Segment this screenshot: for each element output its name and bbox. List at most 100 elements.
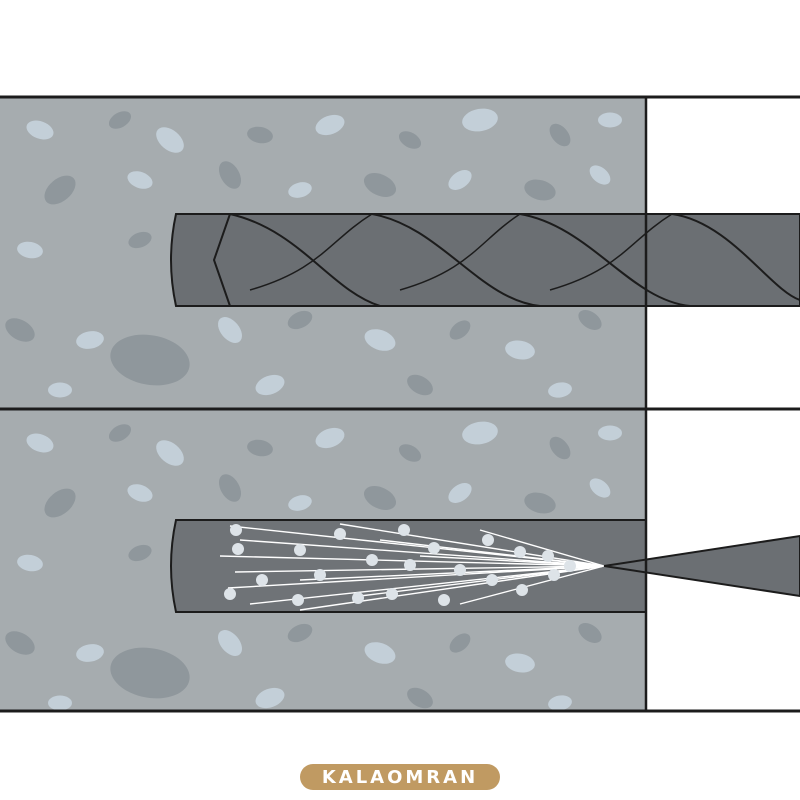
- dust-particle: [428, 542, 440, 554]
- aggregate-stone: [287, 310, 313, 330]
- aggregate-stone: [287, 623, 313, 643]
- aggregate-stone: [218, 161, 242, 189]
- aggregate-stone: [26, 120, 54, 140]
- dust-particle: [256, 574, 268, 586]
- aggregate-stone: [398, 444, 422, 462]
- cleaning-panel: [0, 410, 800, 711]
- air-nozzle-icon: [603, 534, 800, 598]
- aggregate-stone: [505, 653, 535, 673]
- dust-particle: [314, 569, 326, 581]
- air-stream-line: [227, 565, 605, 589]
- aggregate-stone: [462, 108, 498, 132]
- aggregate-stone: [315, 427, 345, 449]
- aggregate-stone: [524, 179, 556, 201]
- aggregate-stone: [288, 495, 312, 511]
- dust-particle: [294, 544, 306, 556]
- air-stream-line: [234, 565, 605, 573]
- dust-particle: [542, 550, 554, 562]
- aggregate-stone: [589, 165, 611, 185]
- air-stream-line: [479, 529, 605, 567]
- aggregate-stone: [247, 439, 273, 457]
- dust-particle: [334, 528, 346, 540]
- dust-particle: [548, 569, 560, 581]
- aggregate-stone: [548, 695, 572, 711]
- aggregate-stone: [26, 433, 54, 453]
- aggregate-stone: [76, 331, 104, 349]
- dust-particle: [454, 564, 466, 576]
- dust-particle: [516, 584, 528, 596]
- aggregate-stone: [288, 182, 312, 198]
- dust-particle: [224, 588, 236, 600]
- dust-particle: [230, 524, 242, 536]
- aggregate-stone: [110, 334, 190, 386]
- air-stream-line: [459, 565, 605, 605]
- aggregate-stone: [156, 127, 184, 153]
- aggregate-stone: [407, 687, 433, 709]
- aggregate-stone: [255, 374, 285, 396]
- dust-particle: [486, 574, 498, 586]
- aggregate-stone: [407, 374, 433, 396]
- drilling-panel: [0, 97, 800, 408]
- aggregate-stone: [524, 492, 556, 514]
- aggregate-stone: [598, 425, 622, 441]
- aggregate-stone: [598, 112, 622, 128]
- aggregate-stone: [218, 474, 242, 502]
- aggregate-stones-top: [5, 108, 622, 398]
- aggregate-stone: [549, 436, 571, 460]
- aggregate-stone: [17, 554, 43, 572]
- aggregate-stone: [364, 642, 396, 664]
- aggregate-stone: [448, 483, 472, 503]
- aggregate-stone: [108, 111, 132, 129]
- aggregate-stone: [363, 173, 397, 197]
- dust-particle: [438, 594, 450, 606]
- dust-particle: [398, 524, 410, 536]
- aggregate-stone: [44, 488, 76, 518]
- dust-particle: [352, 592, 364, 604]
- air-blast-spray: [219, 523, 605, 611]
- aggregate-stone: [5, 318, 35, 342]
- aggregate-stones-bottom: [5, 421, 622, 711]
- aggregate-stone: [44, 175, 76, 205]
- aggregate-stone: [364, 329, 396, 351]
- aggregate-stone: [578, 310, 602, 330]
- aggregate-stone: [128, 544, 152, 562]
- dust-particle: [404, 559, 416, 571]
- dust-particle: [514, 546, 526, 558]
- aggregate-stone: [5, 631, 35, 655]
- aggregate-stone: [127, 171, 153, 189]
- aggregate-stone: [108, 424, 132, 442]
- aggregate-stone: [398, 131, 422, 149]
- aggregate-stone: [128, 231, 152, 249]
- dust-particle: [386, 588, 398, 600]
- aggregate-stone: [218, 630, 242, 656]
- aggregate-stone: [48, 695, 72, 711]
- dust-particle: [232, 543, 244, 555]
- aggregate-stone: [578, 623, 602, 643]
- aggregate-stone: [48, 382, 72, 398]
- aggregate-stone: [247, 126, 273, 144]
- aggregate-stone: [449, 633, 471, 653]
- air-stream-line: [299, 565, 605, 581]
- drill-bit-icon: [170, 213, 800, 307]
- air-stream-line: [249, 565, 605, 605]
- aggregate-stone: [448, 170, 472, 190]
- dust-particle: [366, 554, 378, 566]
- aggregate-stone: [505, 340, 535, 360]
- aggregate-stone: [76, 644, 104, 662]
- dust-particle: [482, 534, 494, 546]
- aggregate-stone: [17, 241, 43, 259]
- air-stream-line: [339, 523, 605, 567]
- aggregate-stone: [315, 114, 345, 136]
- aggregate-stone: [110, 647, 190, 699]
- aggregate-stone: [462, 421, 498, 445]
- dust-particle: [564, 560, 576, 572]
- aggregate-stone: [127, 484, 153, 502]
- air-stream-line: [359, 565, 605, 597]
- aggregate-stone: [549, 123, 571, 147]
- aggregate-stone: [548, 382, 572, 398]
- brand-logo: KALAOMRAN: [300, 764, 500, 790]
- dust-particle: [292, 594, 304, 606]
- aggregate-stone: [363, 486, 397, 510]
- aggregate-stone: [449, 320, 471, 340]
